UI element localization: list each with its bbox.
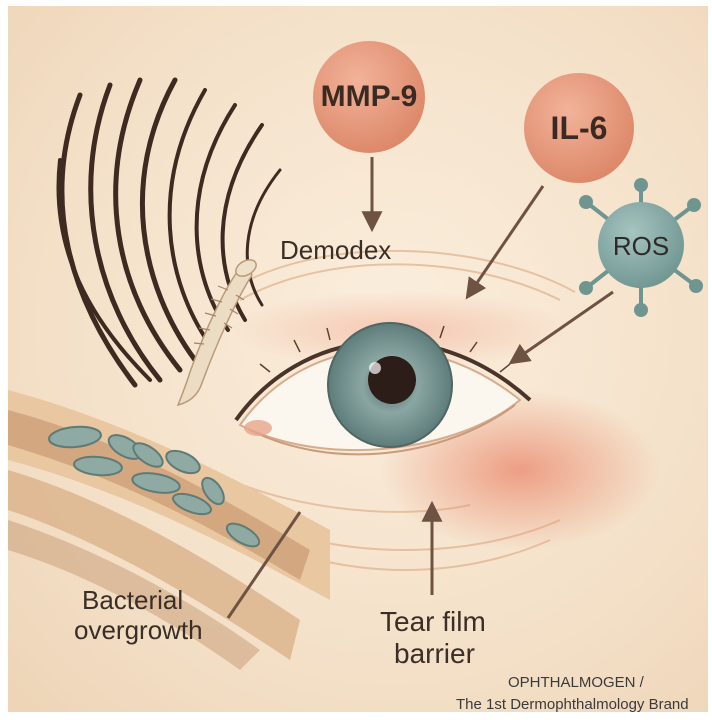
ros-label: ROS [598,231,684,262]
tear-label-line2: barrier [380,638,486,670]
tear-film-barrier-label: Tear film barrier [380,606,486,670]
brand-line1: OPHTHALMOGEN / [508,674,644,691]
il6-label: IL-6 [524,110,634,147]
bacterial-overgrowth-label: Bacterial overgrowth [74,586,203,646]
bacterial-label-line2: overgrowth [74,616,203,646]
tear-label-line1: Tear film [380,606,486,638]
brand-line2: The 1st Dermophthalmology Brand [456,696,708,713]
tear-caruncle [244,420,272,436]
bacterial-label-line1: Bacterial [74,586,203,616]
mmp9-label: MMP-9 [313,80,425,114]
demodex-label: Demodex [280,236,391,266]
